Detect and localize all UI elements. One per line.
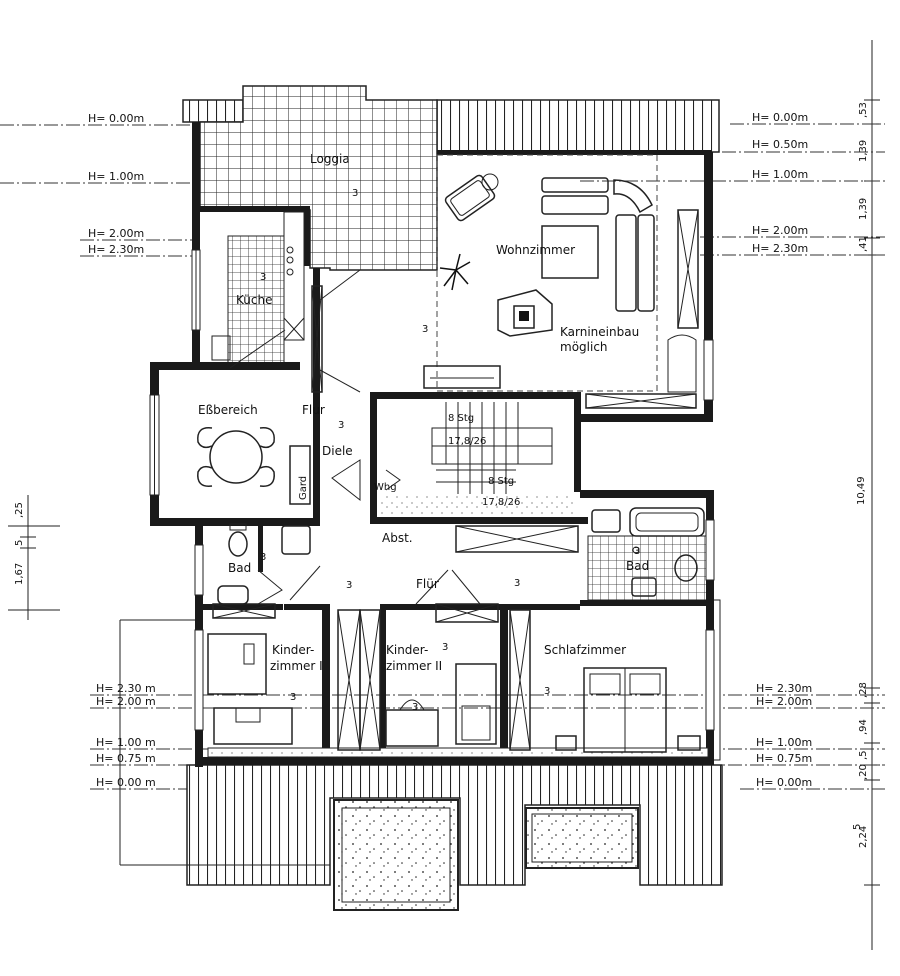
dim-left-025: ,25 xyxy=(14,502,25,518)
room-label-wohnzimmer: Wohnzimmer xyxy=(496,243,575,257)
terrace-left xyxy=(333,799,459,911)
room-label-flur-bottom: Flür xyxy=(416,577,439,591)
roof-bottom xyxy=(186,764,723,886)
svg-text:3: 3 xyxy=(260,272,266,283)
svg-text:3: 3 xyxy=(260,552,266,563)
dim-left-05: 5 xyxy=(14,540,25,546)
height-right-100: H= 1.00m xyxy=(752,168,808,181)
height-left-200: H= 2.00m xyxy=(88,227,144,240)
bedroom-furniture xyxy=(207,633,701,753)
room-label-essbereich: Eßbereich xyxy=(198,403,258,417)
room-label-kinder1-a: Kinder- xyxy=(272,643,314,657)
height-bl-0: H= 0.00 m xyxy=(96,776,156,789)
height-br-200: H= 2.00m xyxy=(756,695,812,708)
height-bl-230: H= 2.30 m xyxy=(96,682,156,695)
svg-text:3: 3 xyxy=(634,546,640,557)
door-swings xyxy=(257,269,481,605)
height-br-230: H= 2.30m xyxy=(756,682,812,695)
dim-1049: 10,49 xyxy=(856,476,867,505)
dim-041: ,41 xyxy=(858,236,869,252)
height-right-200: H= 2.00m xyxy=(752,224,808,237)
room-label-karnineinbau: Karnineinbau xyxy=(560,325,639,339)
svg-text:3: 3 xyxy=(544,686,550,697)
terrace-right xyxy=(525,807,639,869)
dim-139-a: 1,39 xyxy=(858,140,869,162)
room-label-kueche: Küche xyxy=(236,293,272,307)
height-left-100: H= 1.00m xyxy=(88,170,144,183)
room-label-gard: Gard xyxy=(298,476,309,500)
kitchen-fixtures xyxy=(211,211,305,369)
staircase xyxy=(380,402,574,514)
dim-020: ,20 xyxy=(858,764,869,780)
dim-053: ,53 xyxy=(858,102,869,118)
bath-right-tiles xyxy=(587,535,709,601)
room-label-whg: Whg xyxy=(374,482,397,493)
closets xyxy=(212,209,699,751)
height-br-0: H= 0.00m xyxy=(756,776,812,789)
svg-text:3: 3 xyxy=(290,692,296,703)
markers: 3 3 3 3 3 3 3 3 3 3 3 3 xyxy=(260,188,640,713)
room-label-kinder2-a: Kinder- xyxy=(386,643,428,657)
svg-text:3: 3 xyxy=(514,578,520,589)
room-label-moeglich: möglich xyxy=(560,340,608,354)
room-label-bad-right: Bad xyxy=(626,559,649,573)
windows xyxy=(149,249,715,758)
dim-05: ,5 xyxy=(858,750,869,760)
dim-224-sup: 5 xyxy=(852,824,863,830)
height-right-0: H= 0.00m xyxy=(752,111,808,124)
living-dashed-area xyxy=(436,154,658,392)
dim-028: ,28 xyxy=(858,682,869,698)
svg-text:3: 3 xyxy=(346,580,352,591)
roof-top-left xyxy=(182,99,244,123)
room-label-loggia: Loggia xyxy=(310,152,350,166)
bath-fixtures xyxy=(217,507,705,605)
svg-text:3: 3 xyxy=(442,642,448,653)
right-dimension-chain: ,53 1,39 1,39 ,41 10,49 ,28 ,94 ,5 ,20 2… xyxy=(852,40,880,950)
svg-text:3: 3 xyxy=(422,324,428,335)
room-label-kinder2-b: zimmer II xyxy=(386,659,442,673)
stair-bottom-ratio: 17,8/26 xyxy=(482,497,520,508)
height-br-075: H= 0.75m xyxy=(756,752,812,765)
svg-text:3: 3 xyxy=(352,188,358,199)
dim-094: ,94 xyxy=(858,719,869,735)
room-label-abst: Abst. xyxy=(382,531,413,545)
room-label-schlafzimmer: Schlafzimmer xyxy=(544,643,626,657)
roof-top-right xyxy=(436,99,720,153)
room-label-diele: Diele xyxy=(322,444,353,458)
height-bl-100: H= 1.00 m xyxy=(96,736,156,749)
stair-bottom-steps: 8 Stg xyxy=(488,476,514,487)
svg-text:3: 3 xyxy=(338,420,344,431)
dim-139-b: 1,39 xyxy=(858,198,869,220)
room-label-flur-top: Flur xyxy=(302,403,325,417)
height-bl-075: H= 0.75 m xyxy=(96,752,156,765)
dining-table xyxy=(197,427,275,487)
stair-top-ratio: 17,8/26 xyxy=(448,436,486,447)
height-right-050: H= 0.50m xyxy=(752,138,808,151)
height-br-100: H= 1.00m xyxy=(756,736,812,749)
room-label-kinder1-b: zimmer I xyxy=(270,659,323,673)
height-left-0: H= 0.00m xyxy=(88,112,144,125)
terrace-left-frame xyxy=(341,807,451,903)
svg-text:3: 3 xyxy=(412,702,418,713)
stair-top-steps: 8 Stg xyxy=(448,413,474,424)
left-dimension-chain: ,25 5 1,67 xyxy=(8,495,60,620)
living-furniture xyxy=(423,173,697,393)
leader-lines xyxy=(119,619,330,866)
height-left-230: H= 2.30m xyxy=(88,243,144,256)
dim-left-167: 1,67 xyxy=(14,563,25,585)
terrace-right-frame xyxy=(531,813,633,863)
height-right-230: H= 2.30m xyxy=(752,242,808,255)
room-label-bad-left: Bad xyxy=(228,561,251,575)
dim-224: 2,24 xyxy=(858,826,869,848)
height-bl-200: H= 2.00 m xyxy=(96,695,156,708)
